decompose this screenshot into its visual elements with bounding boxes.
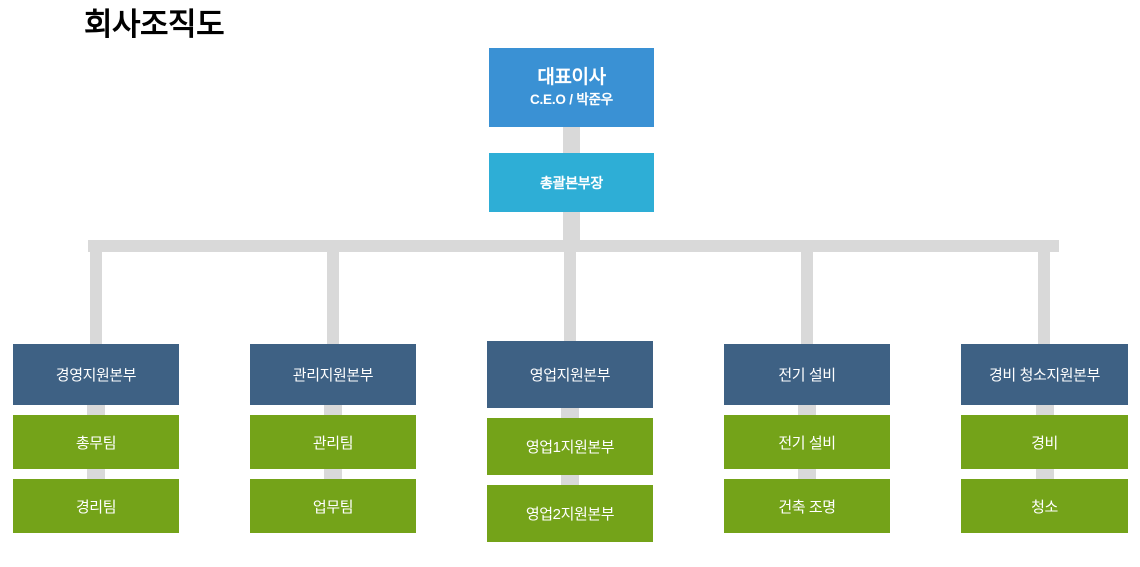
org-node-team-1-1-label: 총무팀 <box>75 434 117 452</box>
org-node-ceo[interactable]: 대표이사 C.E.O / 박준우 <box>489 48 654 127</box>
org-column-1: 경영지원본부 총무팀 경리팀 <box>13 344 179 533</box>
connector-drop-column-1 <box>90 240 102 355</box>
connector-ceo-to-general-manager <box>563 127 580 153</box>
org-node-team-5-1-label: 경비 <box>1031 434 1058 452</box>
org-node-team-2-2[interactable]: 업무팀 <box>250 479 416 533</box>
org-column-4: 전기 설비 전기 설비 건축 조명 <box>724 344 890 533</box>
org-node-team-4-2[interactable]: 건축 조명 <box>724 479 890 533</box>
org-node-team-3-2-label: 영업2지원본부 <box>525 506 615 523</box>
org-node-team-5-2-label: 청소 <box>1031 498 1058 516</box>
org-column-5: 경비 청소지원본부 경비 청소 <box>961 344 1128 533</box>
org-node-division-head-5-label: 경비 청소지원본부 <box>989 367 1100 384</box>
connector-tab-2-team-team <box>324 469 342 479</box>
org-node-team-1-2[interactable]: 경리팀 <box>13 479 179 533</box>
connector-tab-3-head-team <box>561 408 579 418</box>
connector-general-manager-to-bus <box>563 212 580 240</box>
connector-drop-column-3 <box>564 240 576 355</box>
org-node-team-1-2-label: 경리팀 <box>75 498 117 516</box>
org-column-3: 영업지원본부 영업1지원본부 영업2지원본부 <box>487 341 653 542</box>
connector-drop-column-5 <box>1038 240 1050 355</box>
org-node-division-head-4[interactable]: 전기 설비 <box>724 344 890 405</box>
org-node-team-4-2-label: 건축 조명 <box>778 498 836 516</box>
org-node-team-3-2[interactable]: 영업2지원본부 <box>487 485 653 542</box>
org-node-division-head-1[interactable]: 경영지원본부 <box>13 344 179 405</box>
org-node-team-2-2-label: 업무팀 <box>312 498 354 516</box>
connector-tab-4-team-team <box>798 469 816 479</box>
org-node-ceo-subtitle: C.E.O / 박준우 <box>529 92 614 108</box>
page-title: 회사조직도 <box>84 7 225 42</box>
org-node-team-5-2[interactable]: 청소 <box>961 479 1128 533</box>
connector-tab-1-team-team <box>87 469 105 479</box>
org-node-team-4-1-label: 전기 설비 <box>778 434 836 452</box>
org-node-general-manager[interactable]: 총괄본부장 <box>489 153 654 212</box>
org-node-general-manager-title: 총괄본부장 <box>540 174 603 191</box>
org-node-team-2-1[interactable]: 관리팀 <box>250 415 416 469</box>
connector-tab-3-team-team <box>561 475 579 485</box>
org-node-division-head-5[interactable]: 경비 청소지원본부 <box>961 344 1128 405</box>
org-node-division-head-2[interactable]: 관리지원본부 <box>250 344 416 405</box>
connector-drop-column-4 <box>801 240 813 355</box>
connector-tab-2-head-team <box>324 405 342 415</box>
org-column-2: 관리지원본부 관리팀 업무팀 <box>250 344 416 533</box>
connector-tab-5-head-team <box>1035 405 1054 415</box>
org-node-team-3-1-label: 영업1지원본부 <box>525 439 615 456</box>
org-node-division-head-1-label: 경영지원본부 <box>55 367 137 384</box>
org-node-ceo-title: 대표이사 <box>537 67 606 89</box>
connector-tab-4-head-team <box>798 405 816 415</box>
org-node-team-1-1[interactable]: 총무팀 <box>13 415 179 469</box>
org-node-team-5-1[interactable]: 경비 <box>961 415 1128 469</box>
org-node-division-head-3[interactable]: 영업지원본부 <box>487 341 653 408</box>
org-node-division-head-4-label: 전기 설비 <box>778 367 836 384</box>
connector-drop-column-2 <box>327 240 339 355</box>
org-node-division-head-3-label: 영업지원본부 <box>529 367 611 384</box>
org-node-team-4-1[interactable]: 전기 설비 <box>724 415 890 469</box>
connector-tab-5-team-team <box>1035 469 1054 479</box>
org-node-team-3-1[interactable]: 영업1지원본부 <box>487 418 653 475</box>
connector-tab-1-head-team <box>87 405 105 415</box>
org-node-team-2-1-label: 관리팀 <box>312 434 354 452</box>
org-node-division-head-2-label: 관리지원본부 <box>292 367 374 384</box>
